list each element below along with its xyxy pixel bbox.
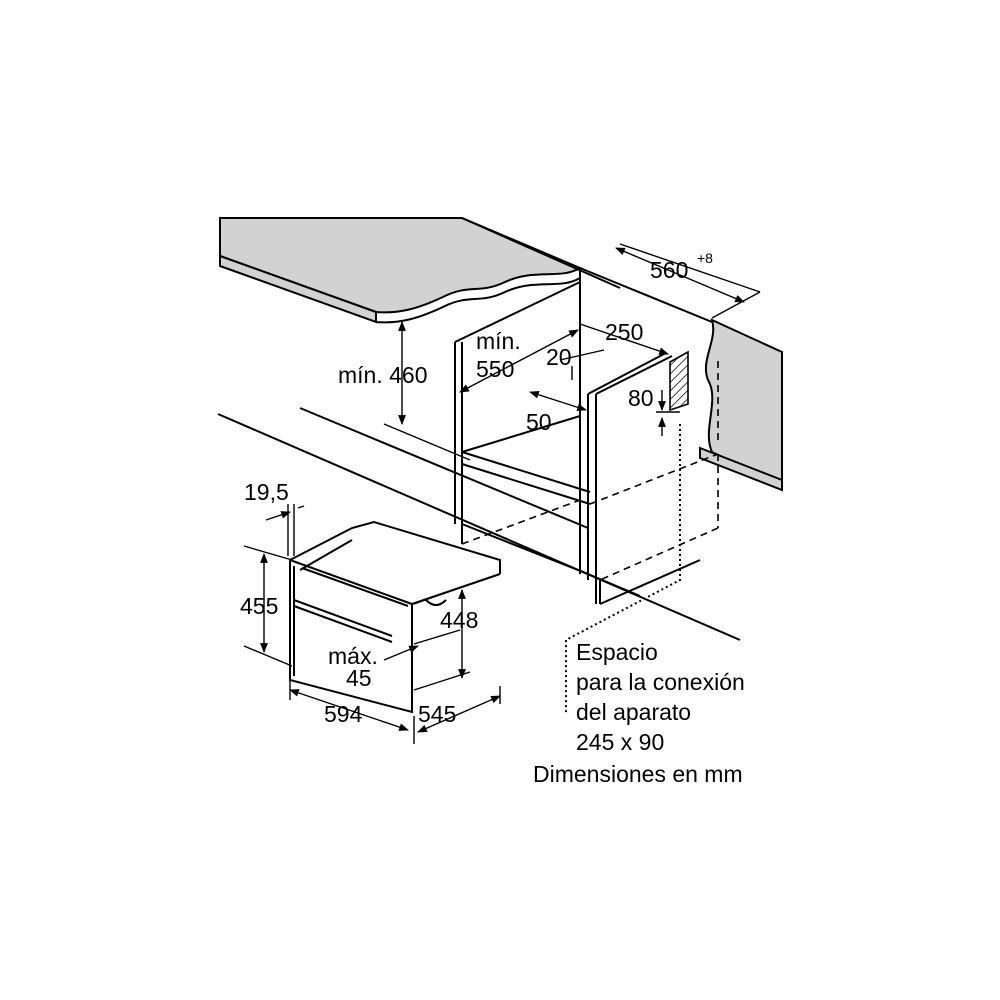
cabinet-structure <box>217 217 761 641</box>
label-appliance-height: 455 <box>240 593 278 619</box>
connection-leader <box>565 424 681 714</box>
label-max-protrusion-1: máx. <box>328 643 378 669</box>
label-niche-width-tolerance: +8 <box>697 250 713 266</box>
caption-line-4: 245 x 90 <box>576 729 664 755</box>
dimension-labels: 560 +8 mín. 460 mín. 550 20 250 80 50 19… <box>240 250 713 727</box>
oven <box>289 520 501 714</box>
countertop-right <box>699 318 783 492</box>
caption-line-2: para la conexión <box>576 669 745 695</box>
label-min-height: mín. 460 <box>338 362 428 388</box>
connection-box <box>669 350 689 412</box>
label-appliance-width: 594 <box>324 701 363 727</box>
label-rear-gap: 20 <box>546 344 572 370</box>
label-min-depth-1: mín. <box>476 328 521 354</box>
label-connection-height: 80 <box>628 385 654 411</box>
countertop-left <box>219 217 583 324</box>
label-niche-width: 560 <box>650 257 688 283</box>
label-max-protrusion-2: 45 <box>346 665 372 691</box>
caption-line-3: del aparato <box>576 699 691 725</box>
label-connection-offset: 250 <box>605 319 643 345</box>
hidden-outline <box>461 360 719 581</box>
label-appliance-depth: 545 <box>418 701 456 727</box>
dimension-lines <box>243 247 745 744</box>
units-note: Dimensiones en mm <box>533 761 743 787</box>
label-min-depth-2: 550 <box>476 356 514 382</box>
label-front-offset: 19,5 <box>244 479 289 505</box>
caption: Espacio para la conexión del aparato 245… <box>533 639 745 787</box>
caption-line-1: Espacio <box>576 639 658 665</box>
label-niche-inner-height: 448 <box>440 607 478 633</box>
label-shelf-gap: 50 <box>526 409 552 435</box>
